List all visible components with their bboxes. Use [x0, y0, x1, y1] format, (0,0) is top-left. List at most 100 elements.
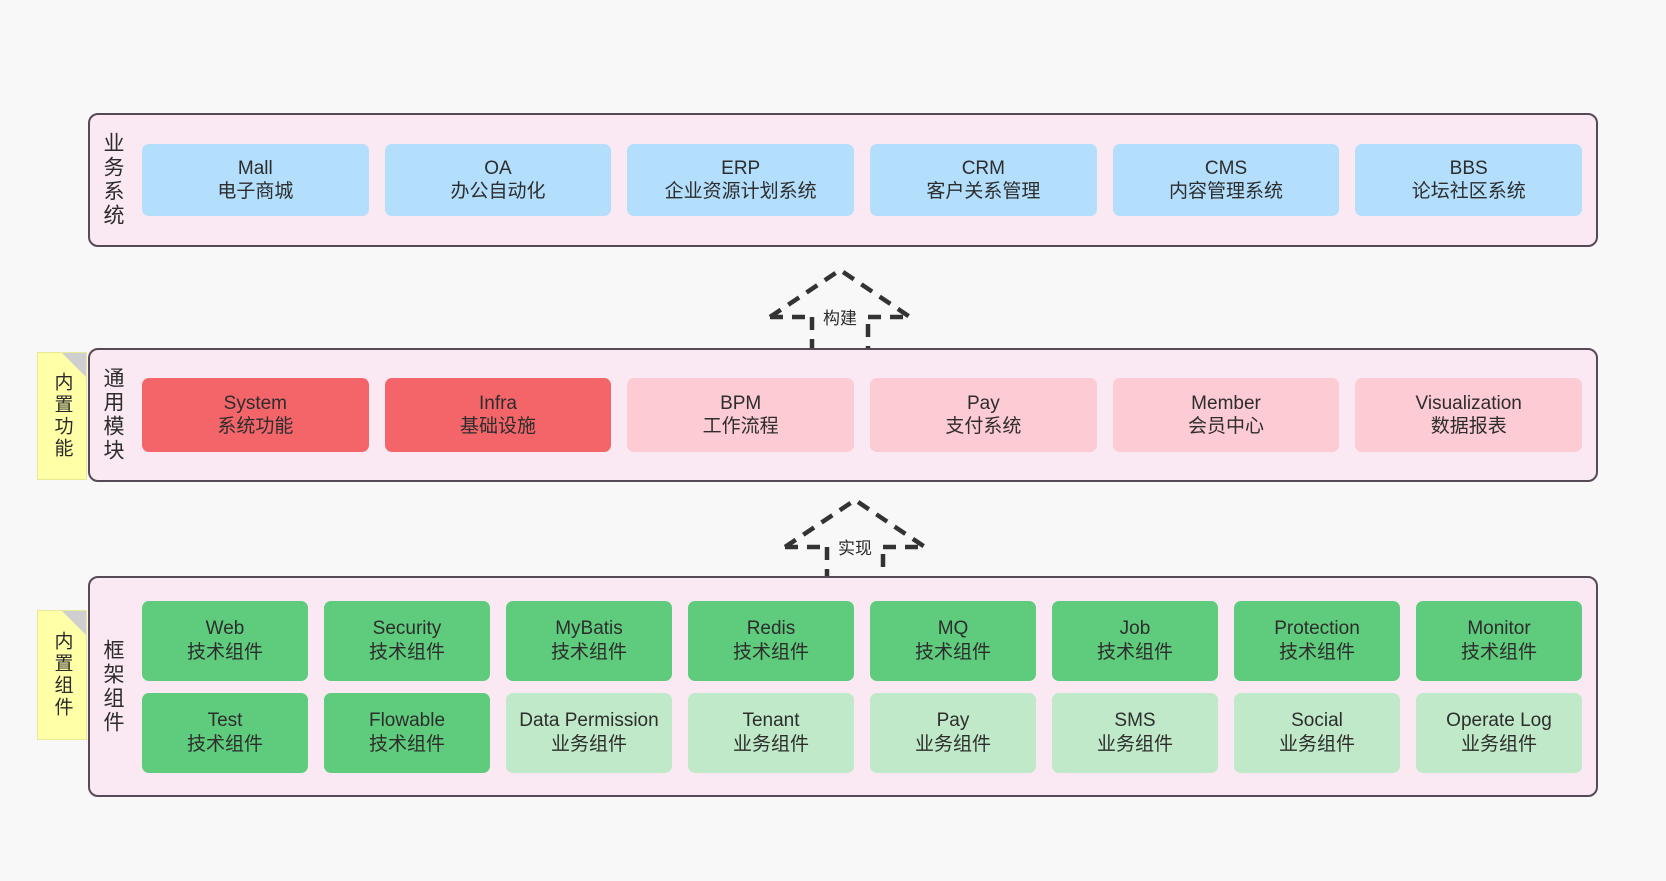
cell-member[interactable]: Member 会员中心 [1112, 378, 1340, 452]
cell-title-cn: 技术组件 [1096, 641, 1173, 663]
cell-pay[interactable]: Pay 支付系统 [870, 378, 1097, 452]
cell-title-en: System [223, 392, 288, 414]
cell-title-en: Data Permission [519, 710, 659, 732]
cell-title-cn: 技术组件 [914, 641, 991, 663]
cell-infra[interactable]: Infra 基础设施 [384, 378, 612, 452]
cell-title-en: Tenant [742, 710, 800, 732]
cell-title-cn: 数据报表 [1430, 416, 1507, 437]
cell-job[interactable]: Job 技术组件 [1052, 600, 1218, 681]
cell-title-en: Pay [966, 392, 1000, 414]
cell-title-en: CMS [1204, 157, 1248, 179]
cell-title-en: Monitor [1467, 618, 1531, 640]
cell-title-en: CRM [961, 157, 1005, 179]
cell-tenant[interactable]: Tenant 业务组件 [688, 692, 854, 773]
layer-title-framework: 框架组件 [101, 638, 125, 735]
cell-mq[interactable]: MQ 技术组件 [870, 600, 1036, 681]
cell-title-en: SMS [1114, 710, 1156, 732]
cell-cms[interactable]: CMS 内容管理系统 [1112, 144, 1340, 216]
cell-title-en: Web [205, 618, 245, 640]
cell-title-en: Protection [1274, 618, 1360, 640]
cell-bbs[interactable]: BBS 论坛社区系统 [1355, 144, 1583, 216]
cell-title-en: MQ [937, 618, 969, 640]
cell-title-cn: 技术组件 [550, 641, 627, 663]
cell-title-cn: 系统功能 [217, 416, 294, 437]
cell-sms[interactable]: SMS 业务组件 [1052, 692, 1218, 773]
layer-title-common: 通用模块 [101, 367, 125, 463]
cell-visualization[interactable]: Visualization 数据报表 [1355, 378, 1583, 452]
sticky-note-label: 内置组件 [51, 631, 73, 719]
cell-protection[interactable]: Protection 技术组件 [1234, 600, 1400, 681]
layer-business-system[interactable]: 业务系统 Mall 电子商城 OA 办公自动化 ERP 企业资源计划系统 CRM… [88, 113, 1598, 247]
cell-web[interactable]: Web 技术组件 [142, 600, 308, 681]
cell-title-cn: 业务组件 [732, 733, 809, 755]
page-fold-icon [62, 611, 86, 635]
cell-title-en: MyBatis [555, 618, 623, 640]
layer-row: Test 技术组件 Flowable 技术组件 Data Permission … [142, 692, 1582, 773]
cell-bpm[interactable]: BPM 工作流程 [627, 378, 855, 452]
cell-mybatis[interactable]: MyBatis 技术组件 [506, 600, 672, 681]
cell-title-cn: 业务组件 [914, 733, 991, 755]
cell-title-en: ERP [721, 157, 761, 179]
cell-title-en: Flowable [368, 710, 446, 732]
cell-test[interactable]: Test 技术组件 [142, 692, 308, 773]
page-fold-icon [62, 353, 86, 377]
cell-title-cn: 技术组件 [186, 641, 263, 663]
cell-title-cn: 业务组件 [1096, 733, 1173, 755]
cell-erp[interactable]: ERP 企业资源计划系统 [627, 144, 855, 216]
layer-body-business: Mall 电子商城 OA 办公自动化 ERP 企业资源计划系统 CRM 客户关系… [134, 115, 1596, 245]
dashed-hollow-arrow-icon [783, 497, 927, 587]
cell-title-en: Mall [237, 157, 273, 179]
sticky-note-label: 内置功能 [51, 372, 73, 460]
arrow-label-implement: 实现 [838, 539, 872, 558]
cell-title-en: Pay [936, 710, 970, 732]
cell-title-en: Job [1119, 618, 1151, 640]
cell-title-en: BPM [720, 392, 762, 414]
cell-title-cn: 业务组件 [1278, 733, 1355, 755]
cell-title-en: Visualization [1415, 392, 1522, 414]
cell-title-en: Security [372, 618, 442, 640]
cell-mall[interactable]: Mall 电子商城 [142, 144, 369, 216]
sticky-note-builtin-function[interactable]: 内置功能 [37, 352, 87, 480]
cell-title-en: Test [207, 710, 243, 732]
cell-title-cn: 业务组件 [550, 733, 627, 755]
cell-oa[interactable]: OA 办公自动化 [384, 144, 612, 216]
arrow-label-build: 构建 [823, 309, 857, 328]
layer-body-common: System 系统功能 Infra 基础设施 BPM 工作流程 Pay 支付系统… [134, 350, 1596, 480]
cell-security[interactable]: Security 技术组件 [324, 600, 490, 681]
cell-title-cn: 客户关系管理 [926, 181, 1041, 202]
cell-title-cn: 支付系统 [945, 416, 1022, 437]
cell-title-cn: 办公自动化 [450, 181, 546, 202]
cell-flowable[interactable]: Flowable 技术组件 [324, 692, 490, 773]
cell-pay-business[interactable]: Pay 业务组件 [870, 692, 1036, 773]
cell-monitor[interactable]: Monitor 技术组件 [1416, 600, 1582, 681]
cell-data-permission[interactable]: Data Permission 业务组件 [506, 692, 672, 773]
cell-title-cn: 基础设施 [460, 416, 537, 437]
cell-title-cn: 会员中心 [1188, 416, 1265, 437]
cell-title-cn: 技术组件 [368, 641, 445, 663]
cell-title-en: BBS [1449, 157, 1488, 179]
layer-row: Mall 电子商城 OA 办公自动化 ERP 企业资源计划系统 CRM 客户关系… [142, 144, 1583, 216]
layer-row: Web 技术组件 Security 技术组件 MyBatis 技术组件 Redi… [142, 600, 1582, 681]
layer-body-framework: Web 技术组件 Security 技术组件 MyBatis 技术组件 Redi… [134, 578, 1596, 795]
cell-system[interactable]: System 系统功能 [142, 378, 369, 452]
layer-common-module[interactable]: 通用模块 System 系统功能 Infra 基础设施 BPM 工作流程 Pay… [88, 348, 1598, 482]
cell-title-cn: 技术组件 [186, 733, 263, 755]
cell-redis[interactable]: Redis 技术组件 [688, 600, 854, 681]
cell-title-cn: 工作流程 [702, 416, 779, 437]
cell-title-cn: 技术组件 [368, 733, 445, 755]
cell-title-en: Social [1291, 710, 1343, 732]
cell-title-en: Redis [746, 618, 796, 640]
dashed-hollow-arrow-icon [768, 267, 912, 357]
layer-title-business: 业务系统 [101, 132, 125, 228]
layer-row: System 系统功能 Infra 基础设施 BPM 工作流程 Pay 支付系统… [142, 378, 1583, 452]
cell-title-en: Member [1191, 392, 1261, 414]
sticky-note-builtin-component[interactable]: 内置组件 [37, 610, 87, 740]
cell-social[interactable]: Social 业务组件 [1234, 692, 1400, 773]
cell-title-cn: 电子商城 [217, 181, 294, 202]
cell-crm[interactable]: CRM 客户关系管理 [870, 144, 1097, 216]
cell-title-cn: 技术组件 [732, 641, 809, 663]
arrow-build: 构建 [760, 262, 920, 358]
layer-framework-component[interactable]: 框架组件 Web 技术组件 Security 技术组件 MyBatis 技术组件… [88, 576, 1598, 797]
cell-title-cn: 企业资源计划系统 [664, 181, 817, 202]
cell-operate-log[interactable]: Operate Log 业务组件 [1416, 692, 1582, 773]
